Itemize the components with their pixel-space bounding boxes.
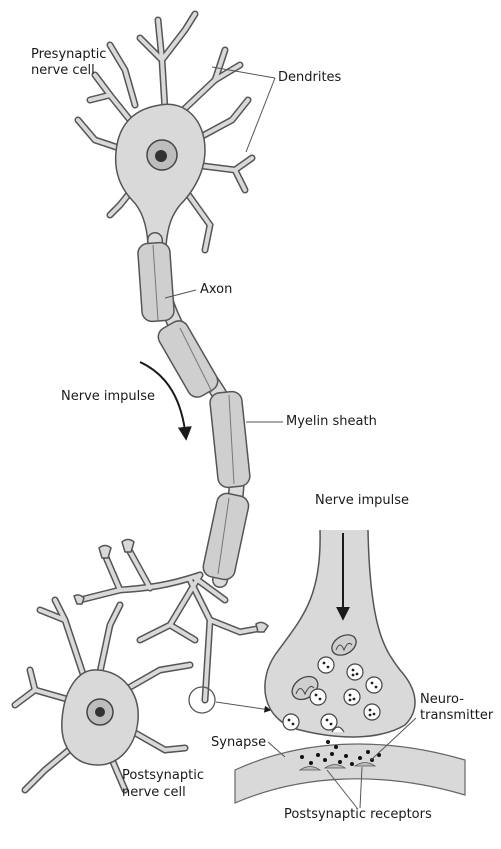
label-neurotransmitter-line1: Neuro-: [420, 692, 464, 708]
label-nerve-impulse: Nerve impulse: [61, 389, 155, 405]
axon: [137, 240, 251, 581]
postsynaptic-membrane: [235, 744, 465, 803]
label-postsynaptic-line1: Postsynaptic: [122, 768, 204, 784]
label-myelin-sheath: Myelin sheath: [286, 414, 377, 430]
axon-terminal-knob: [265, 530, 415, 737]
label-presynaptic-line1: Presynaptic: [31, 47, 106, 63]
label-postsynaptic-receptors: Postsynaptic receptors: [284, 807, 432, 823]
myelin-sheath: [137, 242, 251, 581]
zoom-pointer: [216, 702, 270, 710]
label-neurotransmitter-line2: transmitter: [420, 708, 493, 724]
label-presynaptic-line2: nerve cell: [31, 63, 95, 79]
label-nerve-impulse-inset: Nerve impulse: [315, 493, 409, 509]
label-synapse: Synapse: [211, 735, 266, 751]
label-postsynaptic-line2: nerve cell: [122, 785, 186, 801]
label-dendrites: Dendrites: [278, 70, 341, 86]
presynaptic-soma: [116, 104, 205, 245]
label-axon: Axon: [200, 282, 232, 298]
synapse-inset: [235, 530, 465, 803]
